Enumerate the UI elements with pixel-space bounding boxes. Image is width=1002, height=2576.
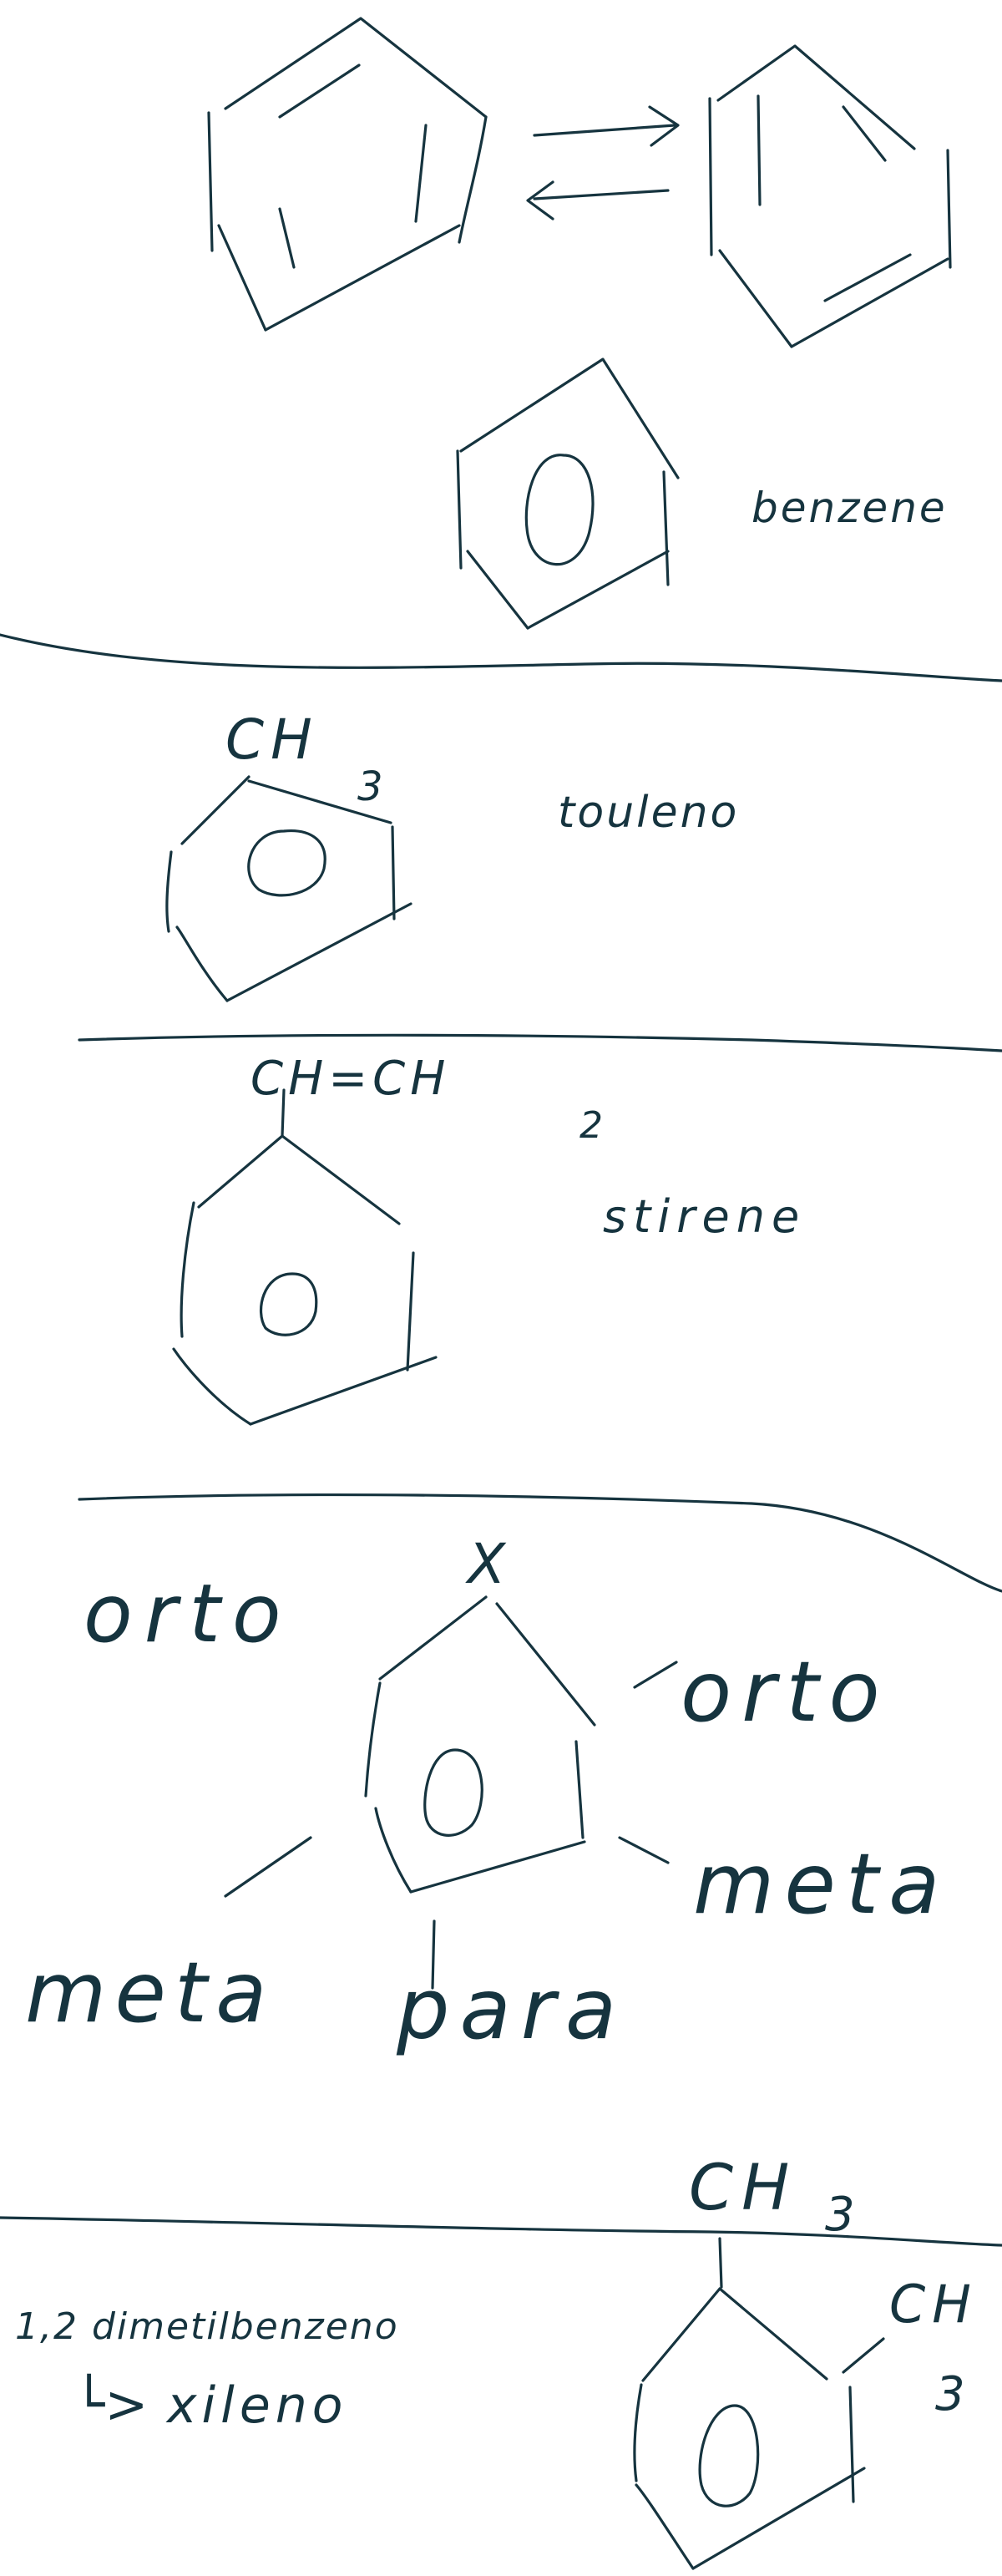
toluene-substituent: CH 3 xyxy=(225,707,383,810)
generic-substituent-x: X xyxy=(465,1532,507,1596)
divider-line xyxy=(78,1033,1002,1052)
kekule-structure-left xyxy=(207,17,488,332)
substituted-ring xyxy=(364,1595,596,1894)
benzene-ring-aromatic xyxy=(456,357,680,630)
label-xylene-name: 1,2 dimetilbenzeno xyxy=(15,2305,399,2348)
styrene-substituent: CH=CH 2 xyxy=(250,1052,603,1147)
label-meta-left: meta xyxy=(25,1944,275,2041)
kekule-structure-right xyxy=(708,44,952,348)
para-position-marker xyxy=(431,1919,436,1990)
label-toluene: touleno xyxy=(558,788,739,838)
label-orto-right: orto xyxy=(681,1643,890,1741)
xylene-side-substituent: CH 3 xyxy=(842,2274,978,2421)
divider-line xyxy=(0,2216,1002,2247)
label-orto-left: orto xyxy=(84,1567,293,1661)
styrene-group: CH=CH xyxy=(250,1052,450,1106)
divider-line xyxy=(78,1493,1002,1593)
styrene-ring xyxy=(172,1134,438,1426)
xylene-top-substituent: CH 3 xyxy=(689,2150,855,2289)
label-para: para xyxy=(396,1960,626,2058)
label-styrene: stirene xyxy=(603,1190,806,1243)
toluene-group: CH xyxy=(225,707,319,772)
generic-group: X xyxy=(465,1532,507,1596)
xylene-top-group: CH xyxy=(689,2150,797,2224)
resonance-arrow xyxy=(526,105,680,221)
label-meta-right: meta xyxy=(693,1835,949,1933)
toluene-subscript: 3 xyxy=(357,763,383,810)
meta-position-marker-left xyxy=(224,1836,312,1898)
toluene-ring xyxy=(165,775,412,1002)
orto-position-marker xyxy=(633,1661,678,1689)
styrene-subscript: 2 xyxy=(579,1104,603,1147)
label-benzene: benzene xyxy=(752,484,948,532)
label-xylene-alias: xileno xyxy=(165,2376,348,2435)
meta-position-marker-right xyxy=(618,1836,670,1864)
implies-arrow: └> xyxy=(73,2373,148,2435)
xylene-side-group: CH xyxy=(889,2274,978,2335)
xylene-top-subscript: 3 xyxy=(825,2188,855,2242)
divider-line xyxy=(0,633,1002,682)
xylene-ring xyxy=(633,2287,866,2570)
xylene-side-subscript: 3 xyxy=(935,2367,965,2421)
